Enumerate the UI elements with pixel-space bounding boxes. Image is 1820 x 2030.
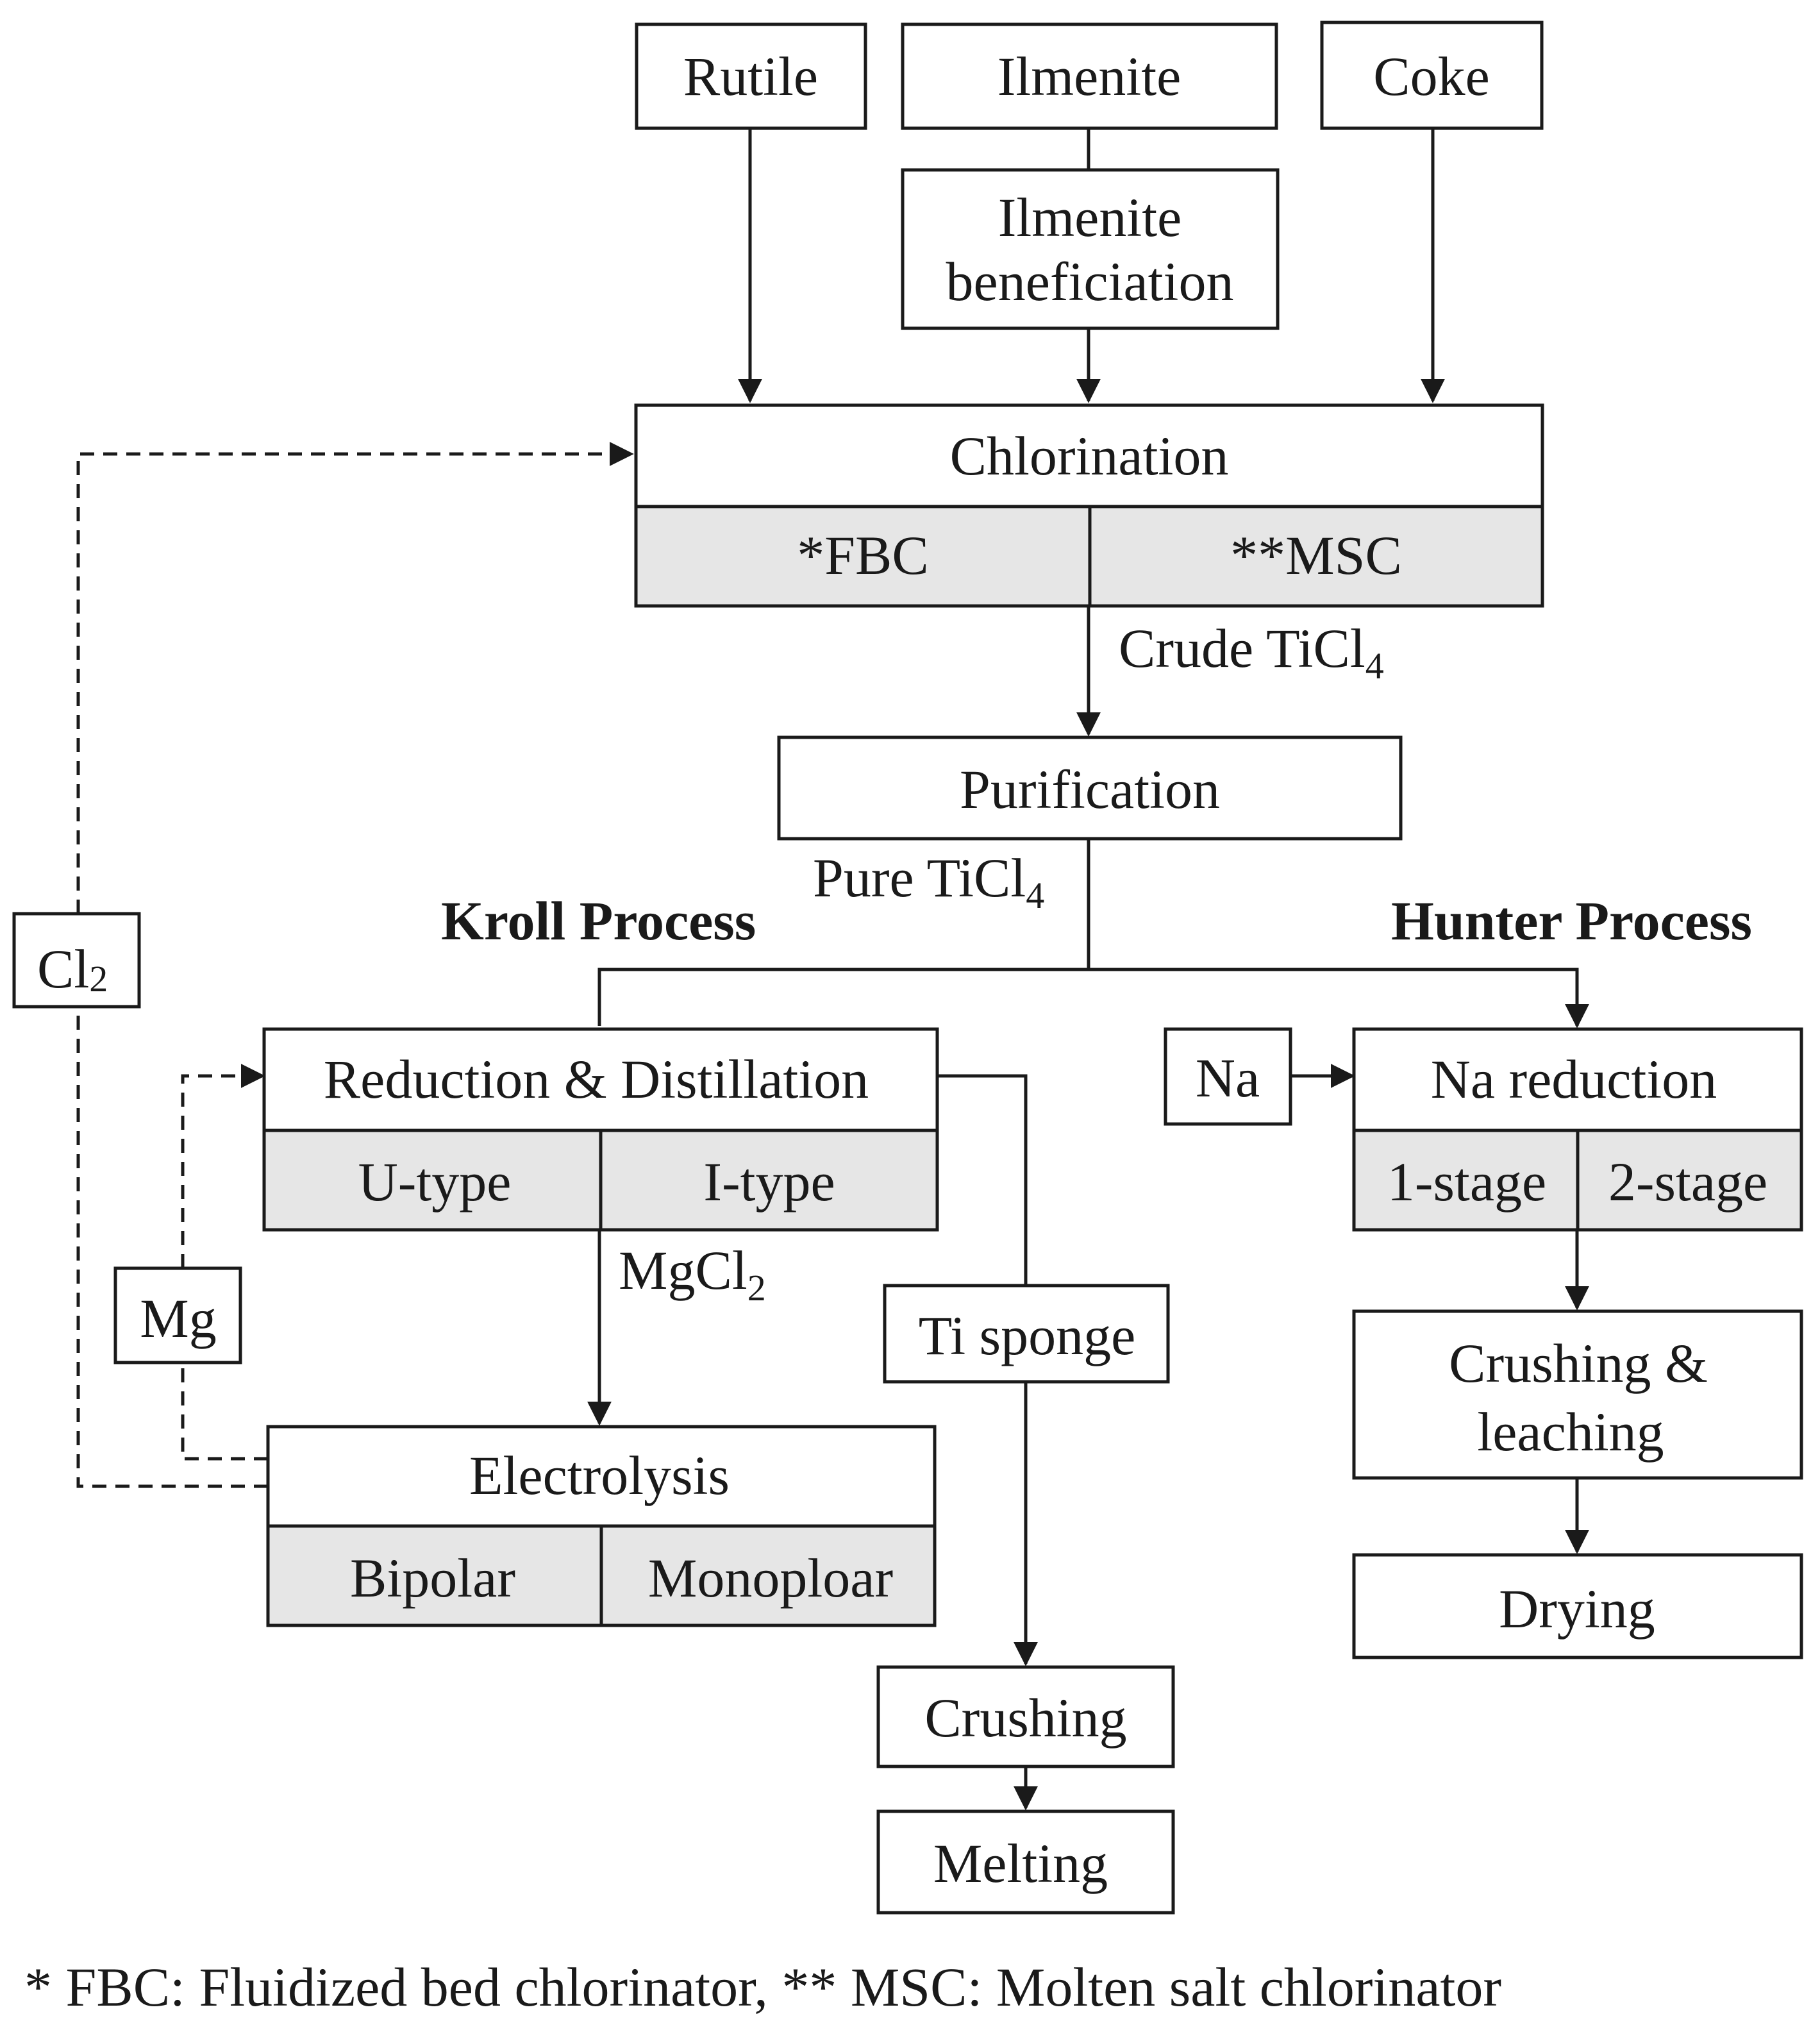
- crushing-leaching-line1: Crushing &: [1449, 1332, 1708, 1394]
- rutile-label: Rutile: [683, 46, 818, 107]
- ilmenite-beneficiation-line2: beneficiation: [946, 251, 1234, 312]
- mgcl2-label: MgCl2: [619, 1239, 766, 1309]
- chlorination-fbc-label: *FBC: [797, 524, 929, 586]
- solid-connectors: [587, 128, 1589, 1811]
- crude-ticl4-label: Crude TiCl4: [1119, 617, 1384, 687]
- purification-box: Purification: [777, 735, 1403, 841]
- reduction-distillation-box: Reduction & Distillation U-type I-type: [262, 1027, 939, 1232]
- crushing-leaching-box: Crushing & leaching: [1352, 1309, 1803, 1480]
- na-box: Na: [1164, 1027, 1292, 1126]
- chlorination-box: Chlorination *FBC **MSC: [634, 403, 1544, 608]
- hunter-process-label: Hunter Process: [1391, 890, 1752, 952]
- two-stage-label: 2-stage: [1608, 1151, 1767, 1212]
- ti-sponge-box: Ti sponge: [883, 1284, 1170, 1384]
- ilmenite-label: Ilmenite: [998, 46, 1181, 107]
- na-reduction-box: Na reduction 1-stage 2-stage: [1352, 1027, 1803, 1232]
- electrolysis-box: Electrolysis Bipolar Monoploar: [266, 1425, 937, 1627]
- melting-label: Melting: [933, 1833, 1108, 1894]
- na-label: Na: [1196, 1047, 1260, 1109]
- ti-sponge-label: Ti sponge: [919, 1305, 1136, 1366]
- recycle-mg-from-electrolysis: [181, 1363, 268, 1461]
- chlorination-title: Chlorination: [950, 425, 1229, 487]
- crushing-box: Crushing: [876, 1665, 1175, 1768]
- rutile-box: Rutile: [635, 22, 867, 130]
- footnote: * FBC: Fluidized bed chlorinator, ** MSC…: [24, 1956, 1501, 2018]
- ilmenite-box: Ilmenite: [901, 22, 1278, 130]
- reduction-distillation-title: Reduction & Distillation: [324, 1048, 869, 1110]
- coke-box: Coke: [1320, 21, 1544, 130]
- recycle-cl2-to-chlorination: [76, 442, 634, 914]
- drying-label: Drying: [1499, 1578, 1655, 1640]
- arrow-split-to-na-reduction: [1089, 968, 1589, 1028]
- cl2-box: Cl2: [12, 912, 141, 1009]
- na-reduction-title: Na reduction: [1431, 1048, 1717, 1110]
- bipolar-label: Bipolar: [350, 1547, 515, 1609]
- connector-purification-split: [597, 839, 1090, 1026]
- electrolysis-title: Electrolysis: [469, 1445, 730, 1506]
- u-type-label: U-type: [358, 1151, 512, 1212]
- crushing-label: Crushing: [924, 1687, 1126, 1749]
- mg-label: Mg: [140, 1288, 216, 1349]
- melting-box: Melting: [876, 1809, 1175, 1915]
- recycle-mg-to-reduction: [181, 1064, 265, 1268]
- purification-label: Purification: [960, 759, 1220, 820]
- ilmenite-beneficiation-line1: Ilmenite: [998, 187, 1182, 248]
- pure-ticl4-label: Pure TiCl4: [813, 847, 1044, 916]
- cl2-label: Cl2: [37, 938, 108, 1000]
- one-stage-label: 1-stage: [1387, 1151, 1546, 1212]
- monoploar-label: Monoploar: [648, 1547, 893, 1609]
- connector-reduction-to-ti-sponge: [937, 1074, 1028, 1286]
- kroll-process-label: Kroll Process: [441, 890, 756, 952]
- chlorination-msc-label: **MSC: [1230, 524, 1402, 586]
- i-type-label: I-type: [703, 1151, 835, 1212]
- coke-label: Coke: [1373, 46, 1490, 107]
- mg-box: Mg: [113, 1266, 242, 1364]
- ilmenite-beneficiation-box: Ilmenite beneficiation: [901, 168, 1280, 330]
- crushing-leaching-line2: leaching: [1477, 1401, 1664, 1463]
- drying-box: Drying: [1352, 1553, 1803, 1659]
- recycle-cl2-from-electrolysis: [76, 1007, 268, 1488]
- dashed-recycle-connectors: [76, 442, 634, 1488]
